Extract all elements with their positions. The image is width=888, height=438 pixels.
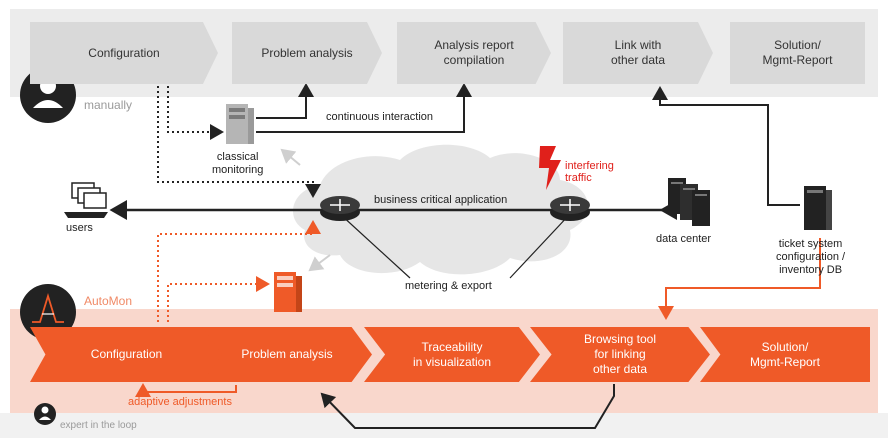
- ticket-system-server-icon: [804, 186, 832, 230]
- automon-persona-label: AutoMon: [84, 294, 133, 308]
- manual-step-configuration: Configuration: [30, 22, 218, 84]
- automon-step-browsing-tool: Browsing tool for linking other data: [530, 327, 710, 382]
- ticket-system-label: ticket system configuration / inventory …: [776, 238, 846, 276]
- automon-step-solution: Solution/ Mgmt-Report: [700, 327, 870, 382]
- automon-step-problem-analysis: Problem analysis: [202, 327, 372, 382]
- automon-server-icon: [274, 272, 302, 312]
- expert-band: [0, 413, 888, 438]
- automon-step-configuration: Configuration: [30, 327, 223, 382]
- adaptive-adjustments-label: adaptive adjustments: [128, 396, 232, 408]
- expert-avatar-icon: [34, 403, 56, 425]
- manual-step-solution: Solution/ Mgmt-Report: [730, 22, 865, 84]
- classical-monitoring-server-icon: [226, 104, 254, 144]
- interfering-traffic-label: interfering traffic: [565, 160, 614, 184]
- automon-logo-icon: [20, 284, 76, 340]
- users-laptops-icon: [64, 182, 108, 218]
- users-label: users: [66, 222, 93, 234]
- business-app-label: business critical application: [374, 194, 508, 206]
- automon-step-traceability: Traceability in visualization: [364, 327, 540, 382]
- manual-step-problem-analysis: Problem analysis: [232, 22, 382, 84]
- lightning-icon: [539, 146, 561, 190]
- manual-persona-label: manually: [84, 98, 133, 112]
- classical-monitoring-label: classical monitoring: [212, 151, 264, 176]
- data-center-label: data center: [656, 233, 712, 245]
- continuous-interaction-label: continuous interaction: [326, 111, 434, 123]
- data-center-icon: [668, 178, 710, 226]
- metering-export-label: metering & export: [405, 280, 492, 292]
- manual-step-link-other-data: Link with other data: [563, 22, 713, 84]
- expert-label: expert in the loop: [60, 420, 137, 431]
- router-left-icon: [320, 196, 360, 221]
- router-right-icon: [550, 196, 590, 221]
- manual-step-analysis-report: Analysis report compilation: [397, 22, 551, 84]
